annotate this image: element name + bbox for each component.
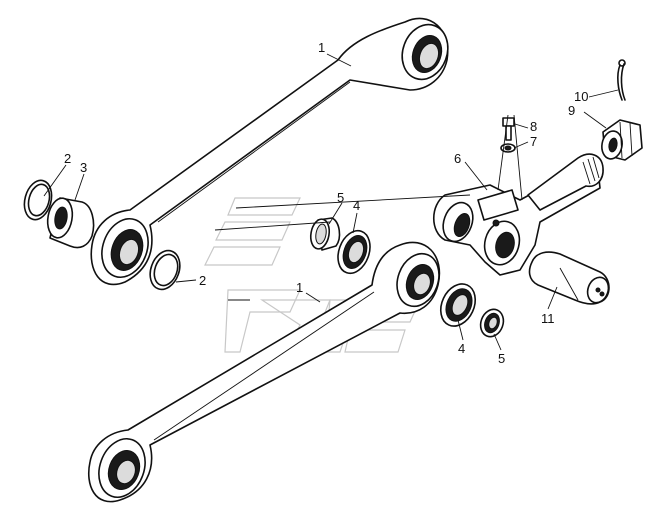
callout-1-upper-arm: 1 bbox=[318, 40, 325, 55]
callout-11-pin: 11 bbox=[541, 311, 555, 326]
seal-lower bbox=[439, 283, 477, 327]
snap-ring-lower bbox=[149, 249, 181, 291]
seal-upper bbox=[337, 229, 371, 275]
clevis-spindle bbox=[432, 153, 604, 276]
bushing-upper bbox=[309, 217, 341, 251]
upper-link-arm bbox=[90, 17, 449, 286]
castle-nut bbox=[601, 119, 643, 161]
pivot-pin bbox=[528, 251, 610, 305]
callout-4-upper-seal: 4 bbox=[353, 198, 360, 213]
leader-lines bbox=[43, 53, 619, 351]
bushing-lower bbox=[479, 308, 505, 338]
assembly-guide-lines bbox=[214, 114, 523, 301]
callout-5-lower-bushing: 5 bbox=[498, 351, 505, 366]
bolt-and-washer bbox=[500, 117, 516, 153]
callout-1-lower-arm: 1 bbox=[296, 280, 303, 295]
callout-labels: 1 1 2 2 3 4 4 5 5 6 7 8 9 10 11 bbox=[64, 40, 588, 366]
callout-5-upper-bushing: 5 bbox=[337, 190, 344, 205]
callout-2-lower-ring: 2 bbox=[199, 273, 206, 288]
lower-link-arm bbox=[88, 241, 441, 503]
callout-3-bushing: 3 bbox=[80, 160, 87, 175]
snap-ring-left bbox=[23, 179, 53, 221]
callout-2-left-ring: 2 bbox=[64, 151, 71, 166]
callout-9-nut: 9 bbox=[568, 103, 575, 118]
callout-7-washer: 7 bbox=[530, 134, 537, 149]
cotter-pin bbox=[617, 59, 626, 101]
callout-10-cotter-pin: 10 bbox=[574, 89, 588, 104]
callout-6-clevis: 6 bbox=[454, 151, 461, 166]
callout-4-lower-seal: 4 bbox=[458, 341, 465, 356]
callout-8-bolt: 8 bbox=[530, 119, 537, 134]
bushing-left bbox=[46, 197, 95, 249]
